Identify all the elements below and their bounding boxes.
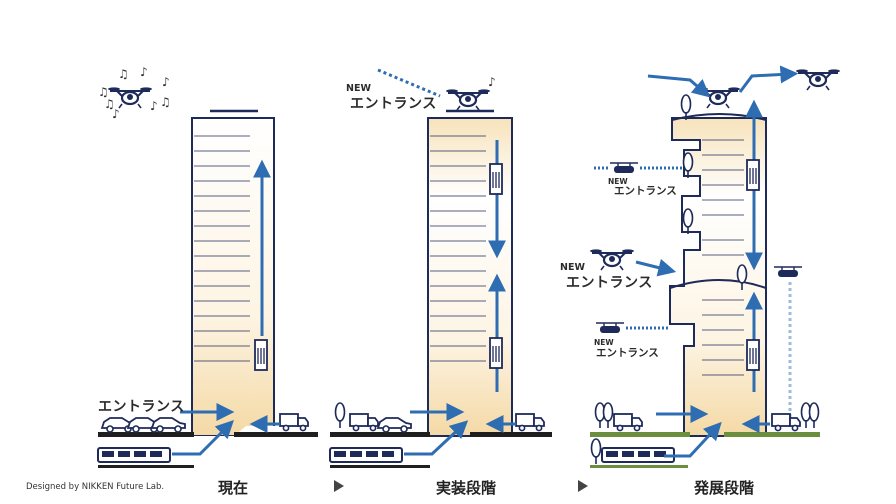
triangle-arrow-icon <box>334 480 344 492</box>
stage-label-current: 現在 <box>218 479 249 497</box>
new-badge: NEW <box>346 83 371 94</box>
new-entrance-label: エントランス <box>350 96 437 112</box>
svg-text:♫: ♫ <box>104 97 115 111</box>
stage-label-implementation: 実装段階 <box>436 479 497 497</box>
elevator-icon <box>489 163 503 195</box>
elevator-icon <box>254 339 268 371</box>
svg-text:♪: ♪ <box>488 75 496 89</box>
tree-icon <box>334 402 346 429</box>
triangle-arrow-icon <box>578 480 588 492</box>
new-badge: NEW <box>594 338 614 347</box>
svg-text:♪: ♪ <box>162 75 170 89</box>
entrance-label: エントランス <box>98 399 185 415</box>
new-badge: NEW <box>560 262 585 273</box>
stage-development <box>588 65 842 468</box>
building-development <box>669 117 767 437</box>
svg-text:♫: ♫ <box>118 67 129 81</box>
stage-implementation: ♪ <box>329 68 552 468</box>
new-entrance-label: エントランス <box>566 275 653 291</box>
new-badge: NEW <box>608 177 628 186</box>
new-entrance-label: エントランス <box>596 347 659 359</box>
stage-current: ♫♪♪ ♫♪♪ ♫♫ <box>97 65 318 468</box>
svg-text:♪: ♪ <box>112 107 120 121</box>
bus-icon <box>97 447 171 463</box>
svg-text:♫: ♫ <box>98 85 109 99</box>
stage-label-development: 発展段階 <box>694 479 755 497</box>
svg-text:♫: ♫ <box>160 95 171 109</box>
credit-text: Designed by NIKKEN Future Lab. <box>26 482 165 492</box>
svg-text:♪: ♪ <box>150 99 158 113</box>
music-note-icon: ♫♪♪ ♫♪♪ ♫♫ <box>98 65 171 121</box>
svg-text:♪: ♪ <box>140 65 148 79</box>
new-entrance-label: エントランス <box>614 185 677 197</box>
